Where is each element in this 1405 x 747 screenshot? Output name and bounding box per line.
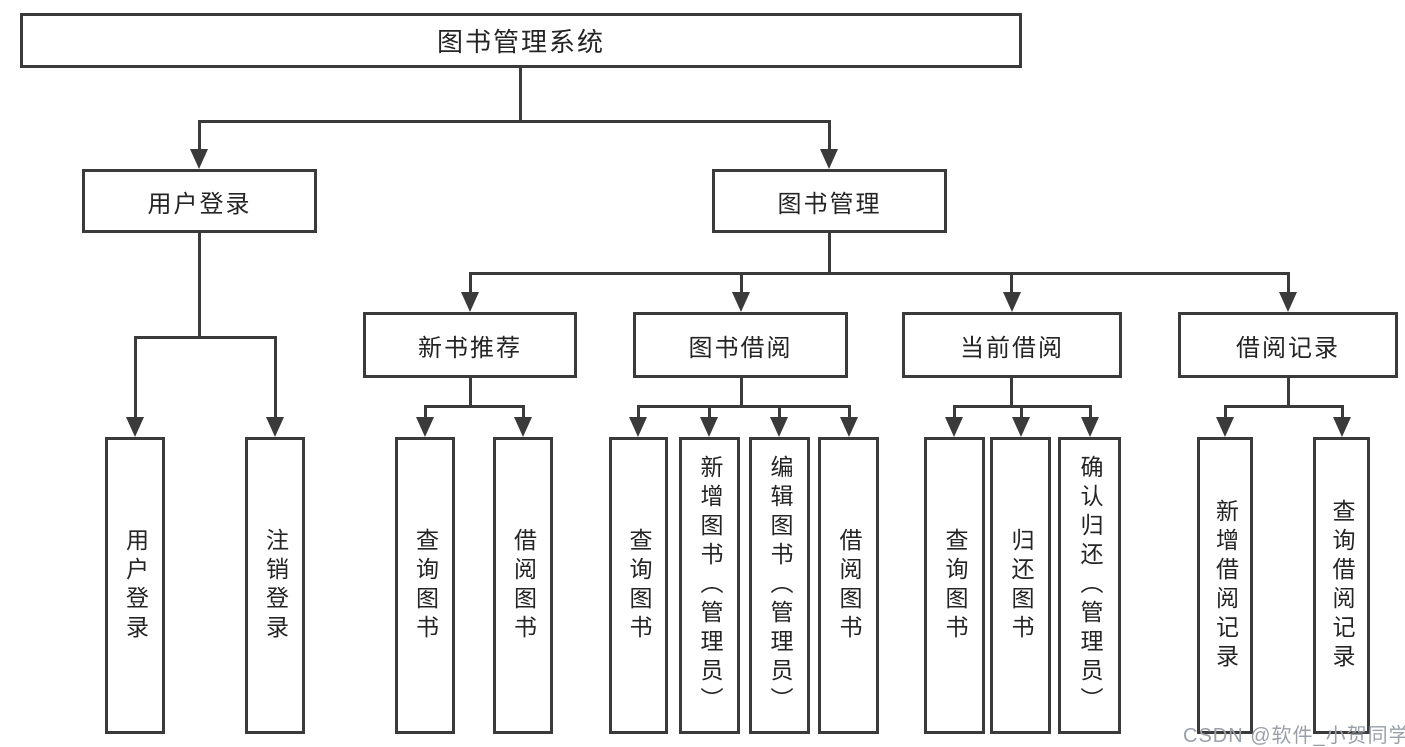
- connector-drop-leaf-logout: [274, 336, 277, 419]
- connector-drop-user-login: [198, 120, 201, 151]
- arrow-query-book-1: [416, 417, 434, 437]
- arrow-confirm-return: [1081, 417, 1099, 437]
- connector-bookmgmt-split: [469, 272, 1290, 275]
- connector-drop-query-book-3: [953, 405, 956, 419]
- connector-userlogin-split: [134, 336, 277, 339]
- connector-drop-borrow-book-2: [848, 405, 851, 419]
- arrow-add-book: [700, 417, 718, 437]
- arrow-borrow-book-1: [514, 417, 532, 437]
- arrow-query-book-2: [629, 417, 647, 437]
- connector-borrowrecords-split: [1224, 405, 1344, 408]
- connector-drop-book-borrow: [740, 272, 743, 294]
- leaf-query-book-3: 查询图书: [924, 437, 985, 734]
- connector-drop-confirm-return: [1089, 405, 1092, 419]
- node-book-borrow: 图书借阅: [633, 312, 848, 378]
- arrow-borrow-records: [1279, 292, 1297, 312]
- arrow-book-borrow: [732, 292, 750, 312]
- connector-borrowrecords-stem: [1287, 378, 1290, 405]
- node-current-borrow: 当前借阅: [902, 312, 1122, 378]
- connector-drop-query-book-1: [424, 405, 427, 419]
- connector-drop-add-record: [1224, 405, 1227, 419]
- csdn-watermark: CSDN @软件_小贺同学: [1183, 725, 1405, 747]
- leaf-query-book-1: 查询图书: [395, 437, 455, 734]
- connector-bookborrow-stem: [740, 378, 743, 405]
- arrow-return-book: [1012, 417, 1030, 437]
- leaf-add-borrow-record: 新增借阅记录: [1197, 437, 1253, 734]
- arrow-leaf-logout: [266, 417, 284, 437]
- leaf-logout: 注销登录: [245, 437, 305, 734]
- node-root: 图书管理系统: [20, 13, 1022, 68]
- connector-drop-book-mgmt: [828, 120, 831, 151]
- connector-drop-borrow-records: [1287, 272, 1290, 294]
- leaf-query-book-2: 查询图书: [609, 437, 668, 734]
- connector-drop-query-book-2: [637, 405, 640, 419]
- connector-newbookrec-split: [424, 405, 525, 408]
- connector-userlogin-stem: [198, 233, 201, 336]
- leaf-confirm-return-admin: 确认归还（管理员）: [1058, 437, 1121, 734]
- connector-root-stem: [519, 68, 522, 120]
- connector-bookmgmt-stem: [828, 233, 831, 272]
- connector-currentborrow-stem: [1010, 378, 1013, 405]
- arrow-new-book-rec: [461, 292, 479, 312]
- leaf-query-borrow-record: 查询借阅记录: [1313, 437, 1370, 734]
- node-book-management: 图书管理: [712, 169, 947, 233]
- arrow-current-borrow: [1003, 292, 1021, 312]
- connector-drop-edit-book: [778, 405, 781, 419]
- node-user-login: 用户登录: [82, 169, 317, 233]
- leaf-borrow-book-2: 借阅图书: [818, 437, 879, 734]
- connector-newbookrec-stem: [469, 378, 472, 405]
- connector-drop-query-record: [1341, 405, 1344, 419]
- leaf-borrow-book-1: 借阅图书: [493, 437, 553, 734]
- connector-drop-new-book-rec: [469, 272, 472, 294]
- connector-drop-return-book: [1020, 405, 1023, 419]
- connector-drop-borrow-book-1: [522, 405, 525, 419]
- leaf-return-book: 归还图书: [990, 437, 1051, 734]
- leaf-add-book-admin: 新增图书（管理员）: [679, 437, 740, 734]
- connector-drop-add-book: [708, 405, 711, 419]
- connector-bookborrow-split: [637, 405, 851, 408]
- node-borrow-records: 借阅记录: [1178, 312, 1398, 378]
- connector-drop-leaf-user-login: [134, 336, 137, 419]
- arrow-query-record: [1333, 417, 1351, 437]
- arrow-leaf-user-login: [126, 417, 144, 437]
- connector-root-split: [198, 120, 831, 123]
- connector-drop-current-borrow: [1010, 272, 1013, 294]
- leaf-user-login: 用户登录: [105, 437, 165, 734]
- leaf-edit-book-admin: 编辑图书（管理员）: [749, 437, 810, 734]
- arrow-query-book-3: [945, 417, 963, 437]
- arrow-book-mgmt: [820, 149, 838, 169]
- arrow-edit-book: [770, 417, 788, 437]
- arrow-user-login: [190, 149, 208, 169]
- arrow-add-record: [1216, 417, 1234, 437]
- node-new-book-recommend: 新书推荐: [363, 312, 577, 378]
- arrow-borrow-book-2: [840, 417, 858, 437]
